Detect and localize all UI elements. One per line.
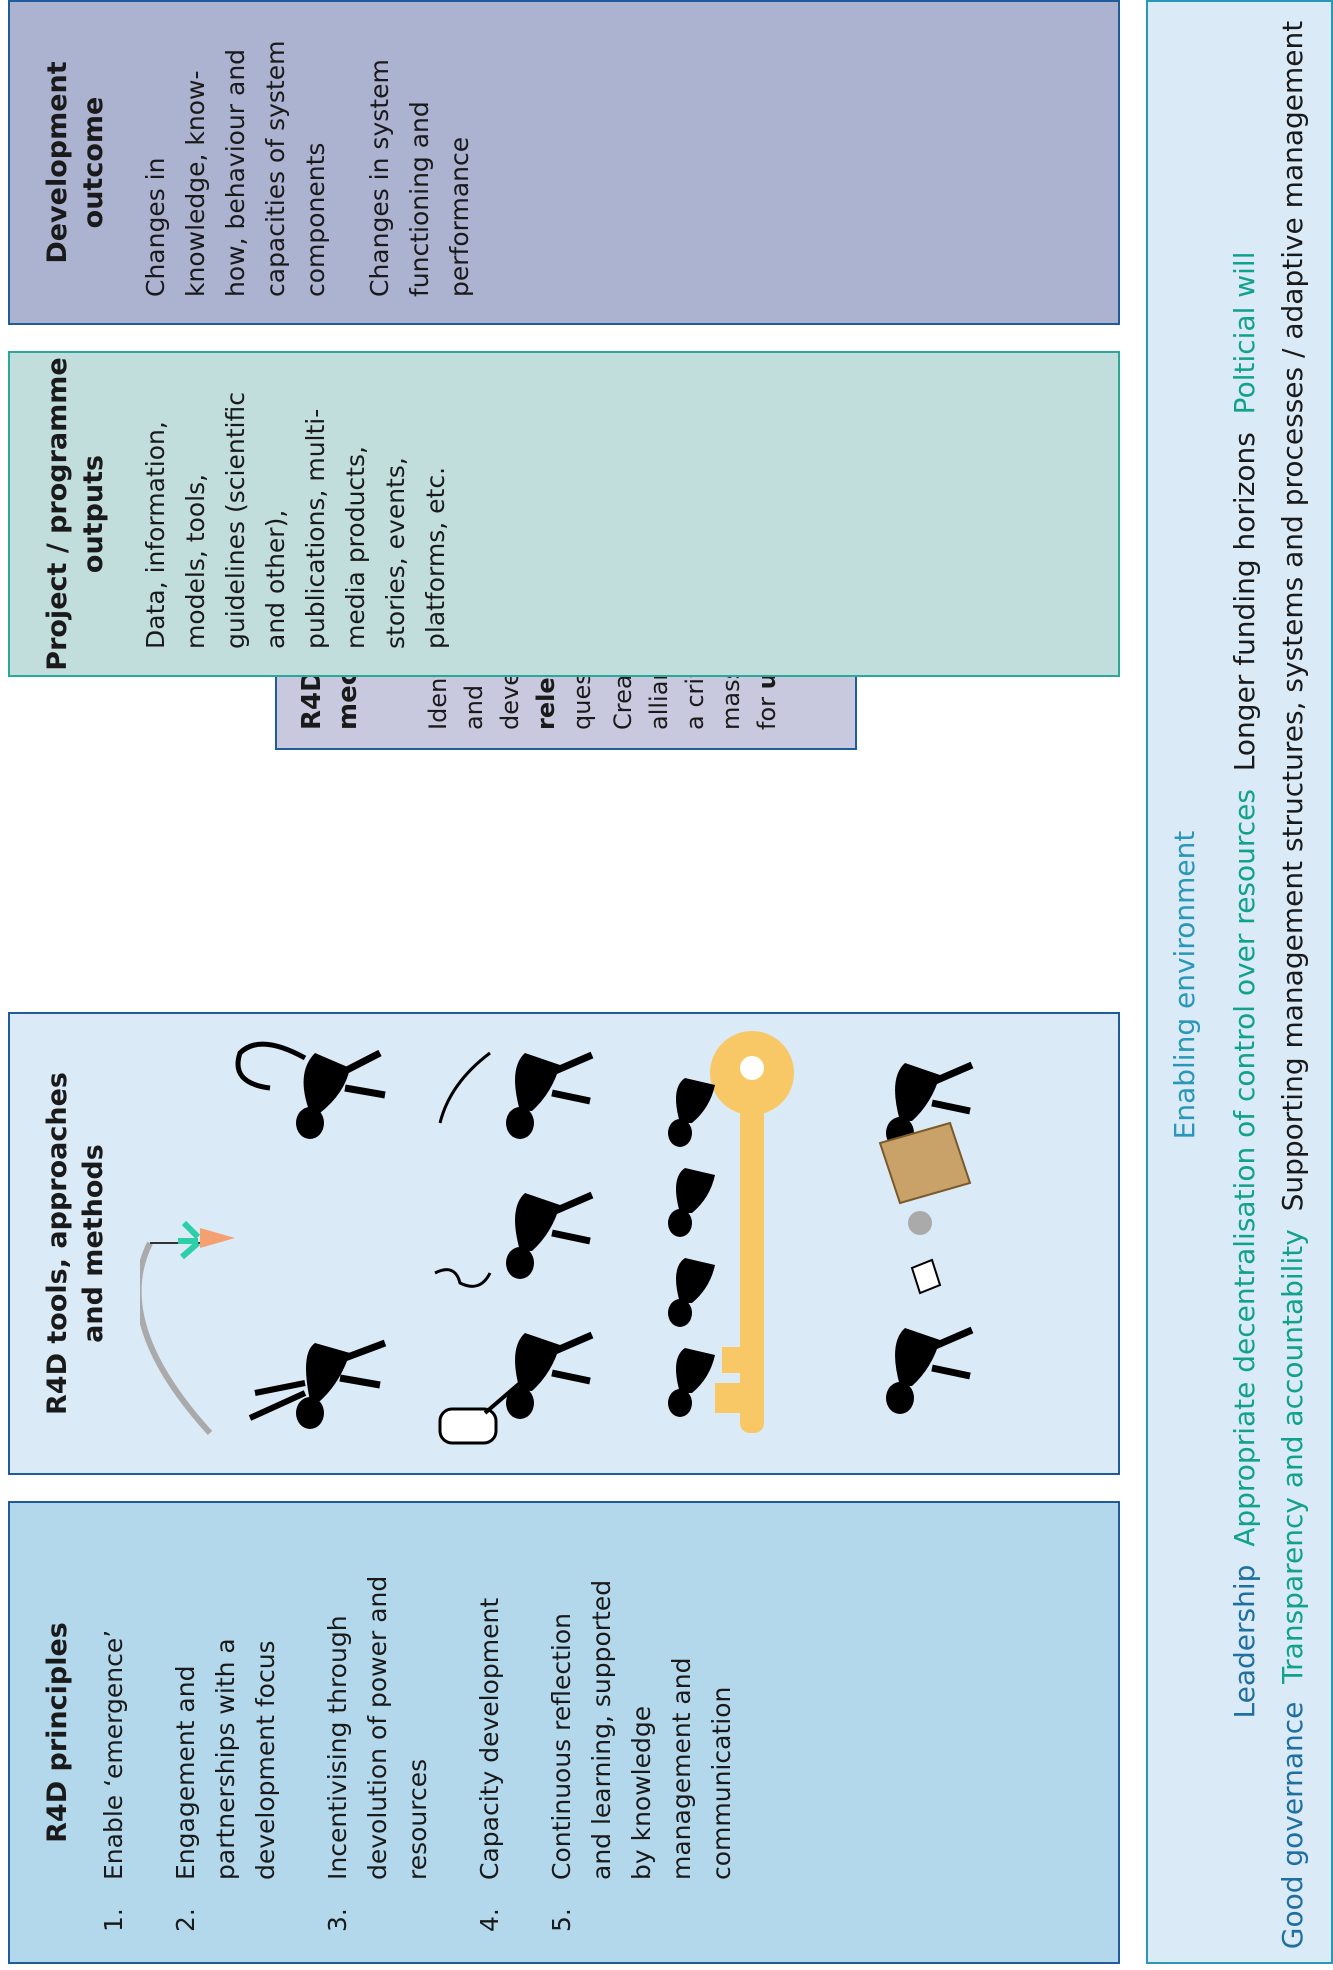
- principles-panel: R4D principles 1.Enable ‘emergence’ 2.En…: [8, 1501, 1120, 1964]
- outcome-body-1: Changes in knowledge, know-how, behaviou…: [136, 37, 336, 297]
- principle-item: 5.Continuous reflection and learning, su…: [542, 1563, 742, 1932]
- environment-line-1: Leadership Appropriate decentralisation …: [1228, 0, 1261, 1970]
- outcome-body-2: Changes in system functioning and perfor…: [360, 37, 480, 297]
- key-teamwork-illustration: [668, 1031, 794, 1433]
- principle-item: 3.Incentivising through devolution of po…: [318, 1563, 438, 1932]
- outputs-title: Project / programme outputs: [40, 353, 112, 675]
- outcome-title: Development outcome: [40, 2, 112, 323]
- tools-illustrations: [140, 1014, 1040, 1473]
- principle-item: 1.Enable ‘emergence’: [94, 1563, 134, 1932]
- workers-with-tools-illustration: [435, 1053, 592, 1443]
- outputs-panel: Project / programme outputs Data, inform…: [8, 351, 1120, 677]
- principles-list: 1.Enable ‘emergence’ 2.Engagement and pa…: [94, 1563, 742, 1932]
- outputs-body: Data, information, models, tools, guidel…: [136, 389, 456, 649]
- environment-title: Enabling environment: [1168, 0, 1201, 1970]
- tools-panel: R4D tools, approaches and methods: [8, 1012, 1120, 1475]
- environment-line-2: Good governance Transparency and account…: [1276, 0, 1309, 1970]
- principles-title: R4D principles: [40, 1503, 76, 1962]
- outcome-panel: Development outcome Changes in knowledge…: [8, 0, 1120, 325]
- tools-title: R4D tools, approaches and methods: [40, 1014, 112, 1473]
- principle-item: 2.Engagement and partnerships with a dev…: [166, 1563, 286, 1932]
- carrot-and-stick-illustration: [140, 1044, 385, 1433]
- principle-item: 4.Capacity development: [470, 1563, 510, 1932]
- confusion-box-illustration: [880, 1063, 972, 1414]
